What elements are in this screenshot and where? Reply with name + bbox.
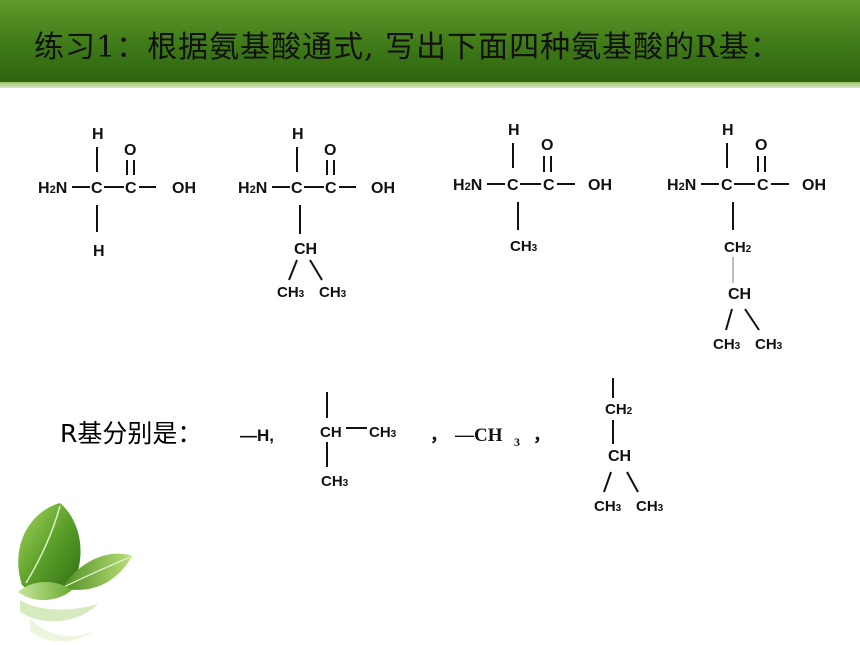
atom-ch2: CH2: [724, 239, 752, 256]
structure-alanine: H O H2N C C OH CH3: [453, 122, 612, 255]
answer-methyl: —CH 3: [454, 425, 520, 449]
atom-o: O: [541, 137, 553, 154]
structure-valine: H O H2N C C OH CH CH3 CH3: [238, 126, 395, 301]
atom-ch: CH: [608, 448, 631, 465]
answer-ch3-subscript: 3: [514, 435, 520, 449]
atom-h-top: H: [508, 122, 520, 139]
atom-o: O: [124, 142, 136, 159]
atom-ch3-right: CH3: [369, 424, 397, 441]
atom-h-top: H: [92, 126, 104, 143]
answer-isobutyl: CH2 CH CH3 CH3: [594, 378, 664, 515]
r-group-label: R基分别是：: [60, 419, 203, 448]
atom-h-top: H: [292, 126, 304, 143]
atom-ch2: CH2: [605, 401, 633, 418]
atom-oh: OH: [802, 177, 826, 194]
atom-ch3-right: CH3: [755, 336, 783, 353]
atom-h-top: H: [722, 122, 734, 139]
atom-carboxyl-c: C: [325, 180, 337, 197]
atom-h2n: H2N: [667, 177, 696, 194]
atom-alpha-c: C: [91, 180, 103, 197]
answer-glycine: —H,: [240, 426, 274, 445]
answer-separator-1: ，: [430, 425, 448, 445]
atom-h2n: H2N: [38, 180, 67, 197]
atom-ch3-left: CH3: [594, 498, 622, 515]
atom-h2n: H2N: [238, 180, 267, 197]
atom-carboxyl-c: C: [543, 177, 555, 194]
atom-oh: OH: [371, 180, 395, 197]
atom-oh: OH: [588, 177, 612, 194]
structure-glycine: H O H2N C C OH H: [38, 126, 196, 260]
atom-carboxyl-c: C: [757, 177, 769, 194]
answer-h: —H,: [240, 426, 274, 445]
atom-alpha-c: C: [721, 177, 733, 194]
atom-alpha-c: C: [291, 180, 303, 197]
atom-oh: OH: [172, 180, 196, 197]
answer-separator-2: ，: [533, 425, 551, 445]
title-bar-stripe: [0, 82, 860, 88]
atom-o: O: [324, 142, 336, 159]
page-title: 练习1：根据氨基酸通式, 写出下面四种氨基酸的R基：: [34, 30, 781, 65]
leaf-icon: [18, 503, 132, 642]
atom-ch3-right: CH3: [319, 284, 347, 301]
atom-ch3-right: CH3: [636, 498, 664, 515]
title-bar: [0, 0, 860, 82]
atom-ch3-left: CH3: [277, 284, 305, 301]
atom-ch: CH: [728, 286, 751, 303]
atom-h2n: H2N: [453, 177, 482, 194]
atom-ch: CH: [320, 424, 342, 441]
atom-ch: CH: [294, 241, 317, 258]
answer-ch3-text: —CH: [454, 425, 503, 446]
atom-h-bottom: H: [93, 243, 105, 260]
atom-ch3: CH3: [510, 238, 538, 255]
atom-ch3-bottom: CH3: [321, 473, 349, 490]
atom-carboxyl-c: C: [125, 180, 137, 197]
atom-alpha-c: C: [507, 177, 519, 194]
atom-o: O: [755, 137, 767, 154]
answer-isopropyl: CH CH3 CH3: [320, 392, 397, 490]
atom-ch3-left: CH3: [713, 336, 741, 353]
structure-leucine: H O H2N C C OH CH2 CH CH3 CH3: [667, 122, 826, 353]
